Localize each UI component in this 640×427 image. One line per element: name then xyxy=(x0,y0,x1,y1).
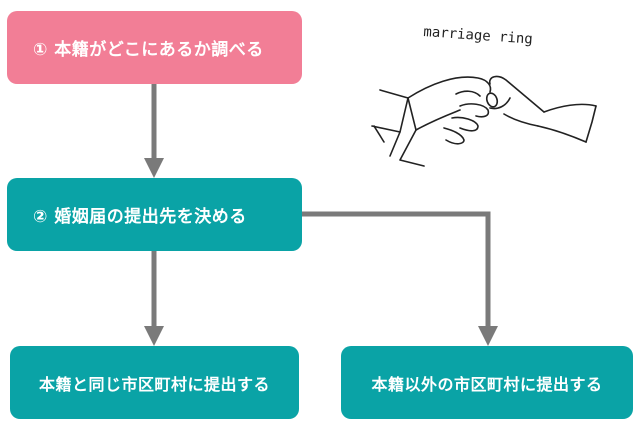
step-2-box: ② 婚姻届の提出先を決める xyxy=(7,178,302,251)
step-2-label: ② 婚姻届の提出先を決める xyxy=(33,207,247,227)
hands-ring-illustration-icon xyxy=(371,75,597,167)
arrow-step2-to-outcome2 xyxy=(302,211,498,346)
outcome-same-municipality-box: 本籍と同じ市区町村に提出する xyxy=(10,346,299,419)
step-1-label: ① 本籍がどこにあるか調べる xyxy=(33,40,264,60)
outcome-same-municipality-label: 本籍と同じ市区町村に提出する xyxy=(38,374,270,394)
step-1-box: ① 本籍がどこにあるか調べる xyxy=(7,11,302,84)
outcome-other-municipality-label: 本籍以外の市区町村に提出する xyxy=(371,374,603,394)
outcome-other-municipality-box: 本籍以外の市区町村に提出する xyxy=(341,346,633,419)
